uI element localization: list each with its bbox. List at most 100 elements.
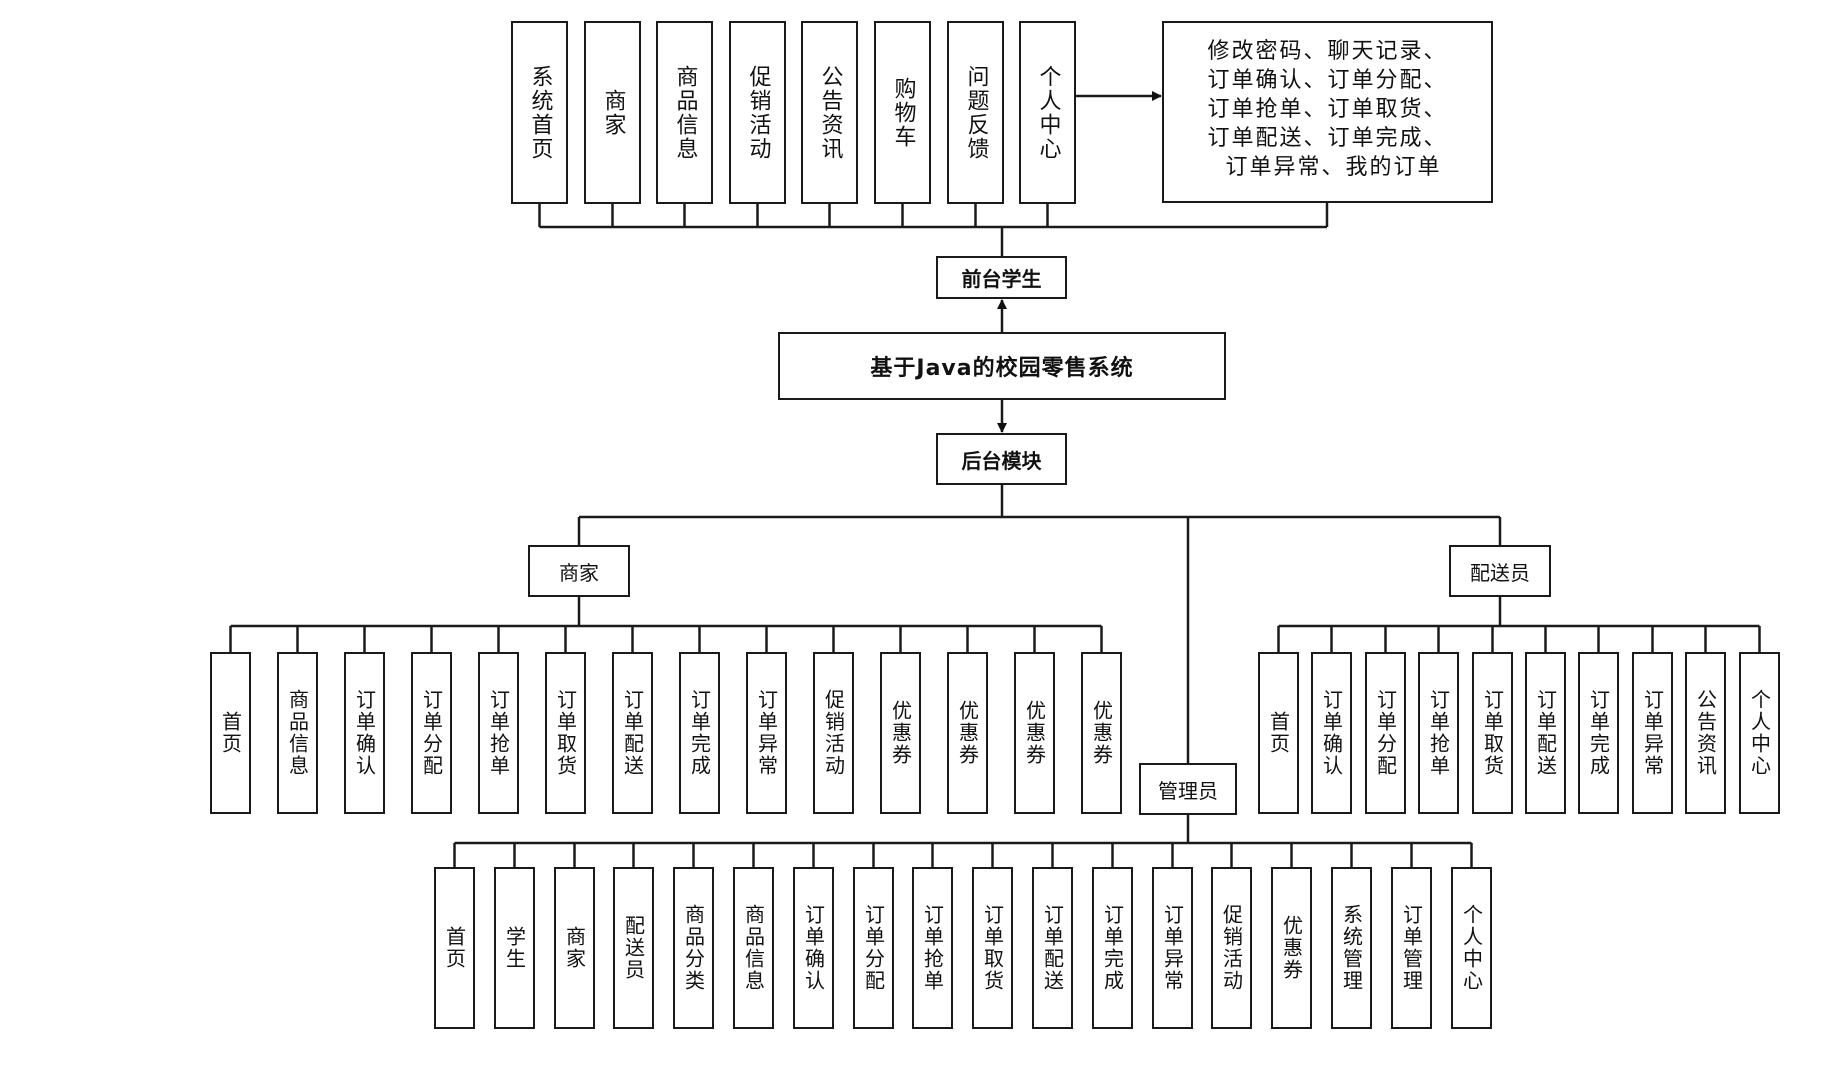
frontend-module-label: 系统首页 bbox=[527, 64, 553, 161]
courier-module-item: 首页 bbox=[1258, 652, 1299, 814]
frontend-module-item: 商家 bbox=[584, 21, 641, 204]
admin-module-label: 配送员 bbox=[621, 915, 646, 981]
admin-module-label: 订单分配 bbox=[861, 904, 886, 992]
frontend-module-item: 系统首页 bbox=[511, 21, 568, 204]
courier-label: 配送员 bbox=[1470, 560, 1530, 585]
courier-module-label: 公告资讯 bbox=[1693, 689, 1718, 777]
courier-module-item: 订单取货 bbox=[1472, 652, 1513, 814]
admin-module-label: 优惠券 bbox=[1279, 915, 1304, 981]
merchant-module-item: 订单配送 bbox=[612, 652, 653, 814]
merchant-module-item: 商品信息 bbox=[277, 652, 318, 814]
courier-module-label: 订单异常 bbox=[1640, 689, 1665, 777]
courier-module-item: 订单确认 bbox=[1311, 652, 1352, 814]
admin-module-item: 订单配送 bbox=[1032, 867, 1073, 1029]
frontend-module-label: 问题反馈 bbox=[963, 64, 989, 161]
admin-module-item: 订单管理 bbox=[1391, 867, 1432, 1029]
courier-module-item: 公告资讯 bbox=[1685, 652, 1726, 814]
frontend-module-label: 个人中心 bbox=[1035, 64, 1061, 161]
admin-module-item: 商家 bbox=[554, 867, 595, 1029]
frontend-module-item: 商品信息 bbox=[656, 21, 713, 204]
merchant-module-label: 优惠券 bbox=[888, 700, 913, 766]
admin-label: 管理员 bbox=[1158, 778, 1218, 803]
merchant-module-item: 订单异常 bbox=[746, 652, 787, 814]
courier-module-item: 订单抢单 bbox=[1418, 652, 1459, 814]
admin-module-label: 商家 bbox=[562, 926, 587, 970]
admin-module-label: 订单取货 bbox=[980, 904, 1005, 992]
merchant-label: 商家 bbox=[559, 560, 599, 585]
merchant-module-item: 订单抢单 bbox=[478, 652, 519, 814]
details-line: 订单异常、我的订单 bbox=[1225, 155, 1442, 180]
courier-module-item: 个人中心 bbox=[1739, 652, 1780, 814]
merchant-module-label: 促销活动 bbox=[821, 689, 846, 777]
merchant-module-label: 订单配送 bbox=[620, 689, 645, 777]
admin-module-item: 商品信息 bbox=[733, 867, 774, 1029]
details-line: 订单抢单、订单取货、 bbox=[1207, 97, 1448, 122]
admin-module-item: 订单异常 bbox=[1152, 867, 1193, 1029]
courier-module-item: 订单完成 bbox=[1578, 652, 1619, 814]
merchant-module-label: 订单确认 bbox=[352, 689, 377, 777]
courier-module-label: 订单取货 bbox=[1480, 689, 1505, 777]
backend-module-label: 后台模块 bbox=[961, 448, 1042, 473]
merchant-module-label: 优惠券 bbox=[1022, 700, 1047, 766]
admin-module-item: 促销活动 bbox=[1211, 867, 1252, 1029]
courier-module-label: 订单抢单 bbox=[1426, 689, 1451, 777]
frontend-student-label: 前台学生 bbox=[961, 267, 1042, 291]
merchant-module-item: 优惠券 bbox=[947, 652, 988, 814]
admin-module-label: 订单管理 bbox=[1399, 904, 1424, 992]
courier-module-item: 订单分配 bbox=[1365, 652, 1406, 814]
admin-module-label: 订单异常 bbox=[1160, 904, 1185, 992]
backend-module-node: 后台模块 bbox=[936, 433, 1067, 485]
merchant-module-item: 优惠券 bbox=[1081, 652, 1122, 814]
admin-module-label: 订单抢单 bbox=[920, 904, 945, 992]
merchant-module-item: 首页 bbox=[210, 652, 251, 814]
admin-module-item: 商品分类 bbox=[673, 867, 714, 1029]
courier-module-label: 订单确认 bbox=[1319, 689, 1344, 777]
merchant-module-label: 商品信息 bbox=[285, 689, 310, 777]
admin-module-item: 系统管理 bbox=[1331, 867, 1372, 1029]
frontend-module-label: 商品信息 bbox=[672, 64, 698, 161]
admin-module-item: 订单完成 bbox=[1092, 867, 1133, 1029]
frontend-module-item: 购物车 bbox=[874, 21, 931, 204]
details-line: 订单配送、订单完成、 bbox=[1207, 126, 1448, 151]
merchant-module-item: 优惠券 bbox=[1014, 652, 1055, 814]
merchant-module-item: 订单确认 bbox=[344, 652, 385, 814]
merchant-node: 商家 bbox=[528, 545, 630, 597]
frontend-module-item: 个人中心 bbox=[1019, 21, 1076, 204]
courier-module-label: 订单分配 bbox=[1373, 689, 1398, 777]
admin-module-label: 订单确认 bbox=[801, 904, 826, 992]
merchant-module-label: 首页 bbox=[218, 711, 243, 755]
merchant-module-label: 订单分配 bbox=[419, 689, 444, 777]
merchant-module-label: 优惠券 bbox=[955, 700, 980, 766]
admin-module-label: 学生 bbox=[502, 926, 527, 970]
admin-node: 管理员 bbox=[1139, 763, 1237, 815]
admin-module-item: 订单抢单 bbox=[912, 867, 953, 1029]
courier-module-label: 订单配送 bbox=[1533, 689, 1558, 777]
frontend-module-item: 促销活动 bbox=[729, 21, 786, 204]
merchant-module-label: 订单异常 bbox=[754, 689, 779, 777]
frontend-module-item: 问题反馈 bbox=[947, 21, 1004, 204]
frontend-module-label: 促销活动 bbox=[745, 64, 771, 161]
merchant-module-item: 订单分配 bbox=[411, 652, 452, 814]
admin-module-label: 首页 bbox=[442, 926, 467, 970]
personal-center-details: 修改密码、聊天记录、 订单确认、订单分配、 订单抢单、订单取货、 订单配送、订单… bbox=[1162, 21, 1493, 203]
merchant-module-item: 订单完成 bbox=[679, 652, 720, 814]
admin-module-label: 系统管理 bbox=[1339, 904, 1364, 992]
merchant-module-label: 订单取货 bbox=[553, 689, 578, 777]
admin-module-label: 商品分类 bbox=[681, 904, 706, 992]
frontend-module-label: 公告资讯 bbox=[817, 64, 843, 161]
frontend-module-item: 公告资讯 bbox=[801, 21, 858, 204]
details-line: 订单确认、订单分配、 bbox=[1207, 68, 1448, 93]
admin-module-item: 优惠券 bbox=[1271, 867, 1312, 1029]
admin-module-item: 订单确认 bbox=[793, 867, 834, 1029]
courier-module-label: 个人中心 bbox=[1747, 689, 1772, 777]
admin-module-label: 促销活动 bbox=[1219, 904, 1244, 992]
frontend-module-label: 商家 bbox=[600, 88, 626, 137]
courier-node: 配送员 bbox=[1449, 545, 1551, 597]
admin-module-item: 配送员 bbox=[613, 867, 654, 1029]
system-title: 基于Java的校园零售系统 bbox=[870, 356, 1134, 381]
admin-module-item: 首页 bbox=[434, 867, 475, 1029]
admin-module-item: 个人中心 bbox=[1451, 867, 1492, 1029]
courier-module-label: 订单完成 bbox=[1586, 689, 1611, 777]
admin-module-item: 订单分配 bbox=[853, 867, 894, 1029]
merchant-module-item: 订单取货 bbox=[545, 652, 586, 814]
